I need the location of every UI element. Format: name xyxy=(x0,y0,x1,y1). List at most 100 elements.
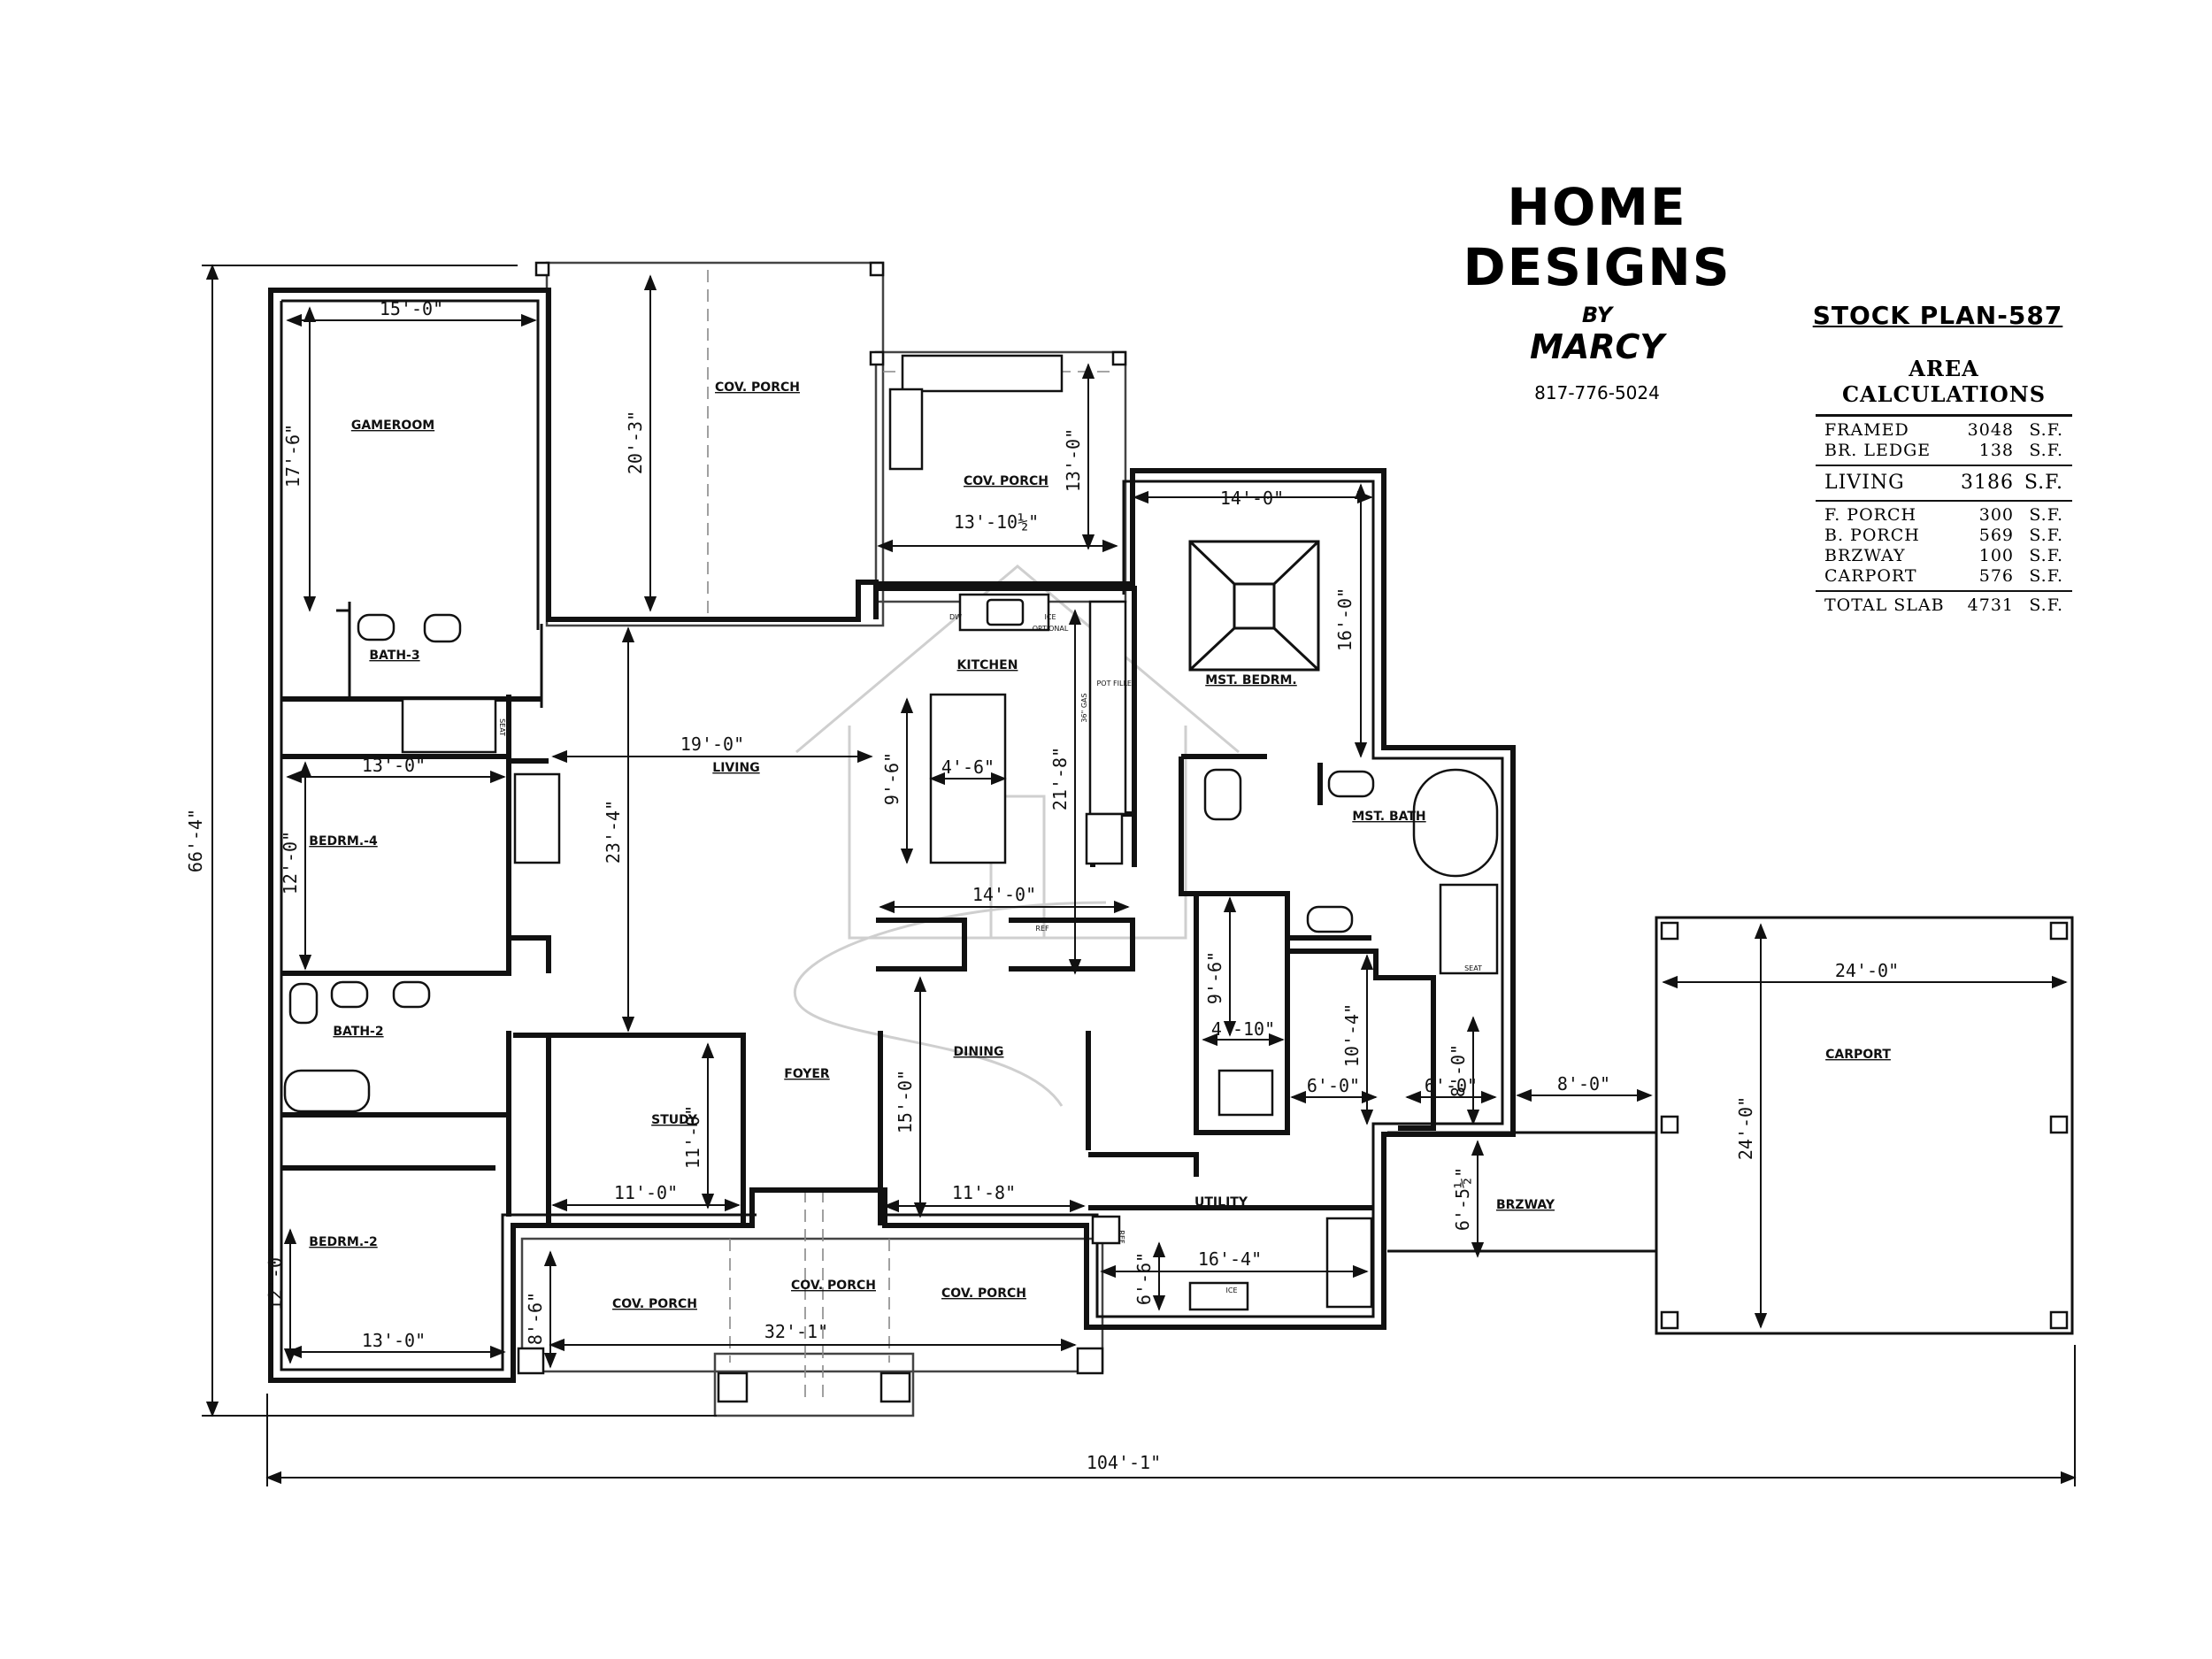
label-bath-3: BATH-3 xyxy=(369,649,419,663)
label-dw: DW xyxy=(949,613,962,621)
phone-number: 817-776-5024 xyxy=(1534,382,1660,403)
label-cov-porch-rear-left: COV. PORCH xyxy=(715,380,800,395)
dim-bedrm2-d: 12'-0" xyxy=(265,1247,286,1310)
title-block: HOME DESIGNS BY MARCY 817-776-5024 xyxy=(1389,177,1805,403)
area-row: FRAMED 3048 S.F. xyxy=(1824,420,2063,441)
dim-living-d: 23'-4" xyxy=(603,800,624,864)
area-label: CARPORT xyxy=(1824,566,1917,586)
dim-brzway-w: 8'-0" xyxy=(1557,1073,1610,1094)
area-row: LIVING 3186 S.F. xyxy=(1824,470,2063,496)
dimension-labels: 104'-1" 66'-4" 15'-0" 17'-6" 20'-3" 13'-… xyxy=(185,298,1899,1473)
dim-kitchen-w: 14'-0" xyxy=(972,884,1036,905)
area-value: 576 xyxy=(1978,566,2014,586)
front-porches xyxy=(517,1190,1104,1417)
dim-kitchen-d: 21'-8" xyxy=(1049,747,1071,810)
stock-plan-title: STOCK PLAN-587 xyxy=(1812,301,2063,330)
area-value: 3048 xyxy=(1967,420,2014,440)
label-mst-bath: MST. BATH xyxy=(1352,810,1425,824)
area-value: 4731 xyxy=(1967,595,2014,615)
area-label: TOTAL SLAB xyxy=(1824,595,1945,615)
dim-front-porch-w: 32'-1" xyxy=(764,1321,828,1342)
brand-name: HOME DESIGNS xyxy=(1463,177,1732,297)
area-unit: S.F. xyxy=(2029,420,2063,440)
area-label: B. PORCH xyxy=(1824,526,1920,545)
area-row: BR. LEDGE 138 S.F. xyxy=(1824,441,2063,461)
dim-utility-w: 16'-4" xyxy=(1198,1248,1262,1270)
label-ice-kitchen: ICE xyxy=(1045,613,1056,621)
dim-closet-w: 4'-10" xyxy=(1211,1018,1275,1040)
dim-study-d: 11'-0" xyxy=(682,1105,703,1169)
dim-mst-bedrm-w: 14'-0" xyxy=(1220,488,1284,509)
dim-bedrm4-w: 13'-0" xyxy=(362,755,426,776)
label-optional: OPTIONAL xyxy=(1033,625,1069,633)
area-group-total: TOTAL SLAB 4731 S.F. xyxy=(1816,592,2072,619)
label-bedrm-4: BEDRM.-4 xyxy=(309,834,378,849)
label-brzway: BRZWAY xyxy=(1496,1198,1555,1212)
area-row: B. PORCH 569 S.F. xyxy=(1824,526,2063,546)
label-dining: DINING xyxy=(954,1045,1004,1059)
dim-bedrm4-d: 12'-0" xyxy=(280,831,301,895)
area-label: LIVING xyxy=(1824,472,1905,494)
area-group-framed: FRAMED 3048 S.F. BR. LEDGE 138 S.F. xyxy=(1816,417,2072,466)
dim-wic1-w: 6'-0" xyxy=(1307,1075,1360,1096)
dim-brzway-d: 6'-5½" xyxy=(1452,1167,1473,1231)
label-utility: UTILITY xyxy=(1194,1195,1248,1210)
area-group-living: LIVING 3186 S.F. xyxy=(1816,466,2072,502)
area-calculations-title: AREA CALCULATIONS xyxy=(1816,356,2072,417)
brand-owner: MARCY xyxy=(1530,327,1664,366)
rear-porches xyxy=(534,261,1127,627)
dim-mst-bath-d: 10'-4" xyxy=(1341,1003,1363,1067)
area-calculations-table: AREA CALCULATIONS FRAMED 3048 S.F. BR. L… xyxy=(1816,356,2072,619)
room-dimension-lines xyxy=(283,274,2068,1369)
area-value: 3186 xyxy=(1961,472,2014,494)
area-label: FRAMED xyxy=(1824,420,1909,440)
area-value: 300 xyxy=(1978,505,2014,525)
label-cov-porch-front-right: COV. PORCH xyxy=(941,1286,1026,1301)
area-unit: S.F. xyxy=(2024,472,2063,494)
dim-study-w: 11'-0" xyxy=(614,1182,678,1203)
label-cov-porch-front-center: COV. PORCH xyxy=(791,1279,876,1293)
area-unit: S.F. xyxy=(2029,526,2063,545)
dim-carport-d: 24'-0" xyxy=(1735,1096,1756,1160)
dim-rear-porch-d: 20'-3" xyxy=(625,411,646,474)
dim-rear-porch2-d: 13'-0" xyxy=(1063,428,1084,492)
fixture-labels: SEAT SEAT DW ICE OPTIONAL REF REF ICE 36… xyxy=(498,613,1482,1294)
dim-island-d: 9'-6" xyxy=(881,752,902,805)
overall-dimension-lines xyxy=(202,264,2077,1486)
label-gas: 36" GAS xyxy=(1080,693,1088,722)
label-gameroom: GAMEROOM xyxy=(351,419,434,433)
label-seat-2: SEAT xyxy=(1464,964,1482,972)
fixtures xyxy=(283,593,1499,1311)
area-value: 138 xyxy=(1978,441,2014,460)
label-ref-utility: REF xyxy=(1118,1230,1125,1244)
area-unit: S.F. xyxy=(2029,595,2063,615)
label-study: STUDY xyxy=(651,1113,698,1127)
area-value: 569 xyxy=(1978,526,2014,545)
label-cov-porch-rear-right: COV. PORCH xyxy=(964,474,1048,488)
dim-closet-d: 9'-6" xyxy=(1204,951,1225,1004)
dim-dining-w: 11'-8" xyxy=(952,1182,1016,1203)
area-label: BRZWAY xyxy=(1824,546,1906,565)
dim-island-w: 4'-6" xyxy=(941,757,995,778)
dim-gameroom-w: 15'-0" xyxy=(380,298,443,319)
label-ice-utility: ICE xyxy=(1226,1286,1238,1294)
dim-mst-bedrm-d: 16'-0" xyxy=(1334,588,1356,651)
exterior-walls xyxy=(268,288,1516,1383)
area-row: BRZWAY 100 S.F. xyxy=(1824,546,2063,566)
label-living: LIVING xyxy=(712,761,759,775)
area-unit: S.F. xyxy=(2029,441,2063,460)
area-unit: S.F. xyxy=(2029,566,2063,586)
dim-bedrm2-w: 13'-0" xyxy=(362,1330,426,1351)
dim-overall-width: 104'-1" xyxy=(1087,1452,1161,1473)
dim-front-porch-d: 8'-6" xyxy=(525,1292,546,1345)
dim-gameroom-d: 17'-6" xyxy=(282,424,303,488)
dim-closet2-d: 8'-0" xyxy=(1448,1044,1469,1097)
label-ref-kitchen: REF xyxy=(1035,925,1049,933)
label-foyer: FOYER xyxy=(784,1067,830,1081)
dim-utility-d: 6'-6" xyxy=(1133,1252,1155,1305)
label-bath-2: BATH-2 xyxy=(333,1025,383,1039)
area-label: BR. LEDGE xyxy=(1824,441,1932,460)
room-labels: GAMEROOM COV. PORCH COV. PORCH BATH-3 LI… xyxy=(309,380,1891,1311)
label-carport: CARPORT xyxy=(1825,1048,1891,1062)
